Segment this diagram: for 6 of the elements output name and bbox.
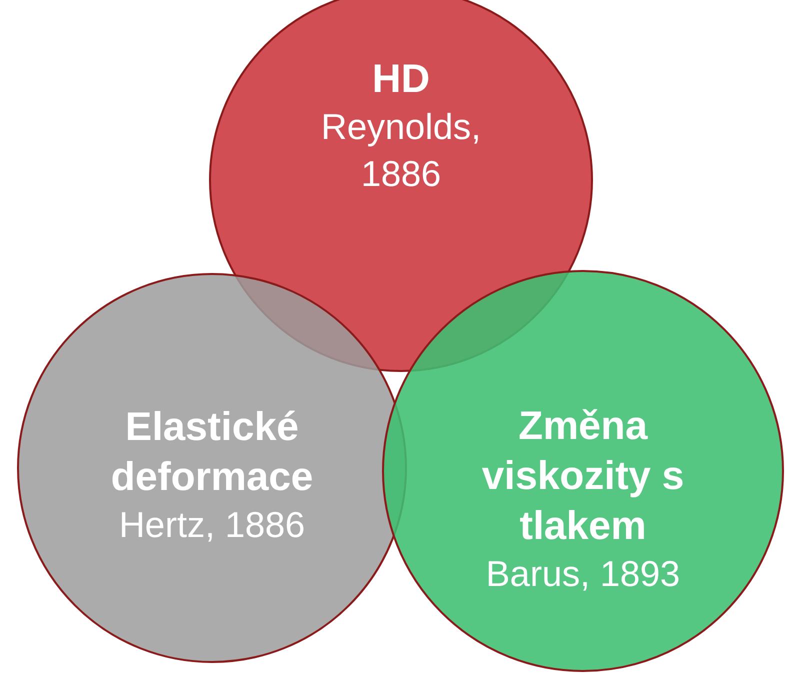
- circle-heading: HD: [372, 56, 430, 104]
- circle-citation: Barus, 1893: [486, 552, 680, 596]
- circle-heading: Elastické deformace: [110, 404, 314, 502]
- circle-citation: Hertz, 1886: [118, 503, 306, 548]
- circle-citation: Reynolds, 1886: [320, 105, 482, 196]
- circle-heading: Změna viskozity s tlakem: [480, 402, 686, 550]
